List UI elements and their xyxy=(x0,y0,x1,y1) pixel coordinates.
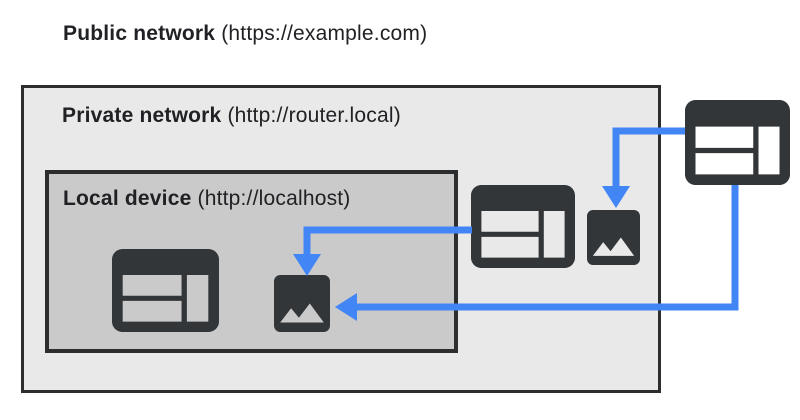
local-device-name: Local device xyxy=(63,187,192,210)
image-icon xyxy=(274,275,330,332)
local-device-box: Local device (http://localhost) xyxy=(45,170,458,353)
browser-window-icon xyxy=(685,100,790,185)
local-device-label: Local device (http://localhost) xyxy=(63,186,351,211)
private-network-box: Private network (http://router.local) Lo… xyxy=(21,85,661,393)
private-network-label: Private network (http://router.local) xyxy=(62,103,401,128)
image-icon xyxy=(587,210,640,265)
local-device-url: (http://localhost) xyxy=(191,187,351,210)
browser-window-icon xyxy=(112,249,219,332)
private-network-name: Private network xyxy=(62,104,222,127)
public-network-url: (https://example.com) xyxy=(215,22,428,45)
private-network-url: (http://router.local) xyxy=(221,104,401,127)
public-network-name: Public network xyxy=(63,22,216,45)
browser-window-icon xyxy=(471,185,575,268)
public-network-label: Public network (https://example.com) xyxy=(63,21,427,46)
